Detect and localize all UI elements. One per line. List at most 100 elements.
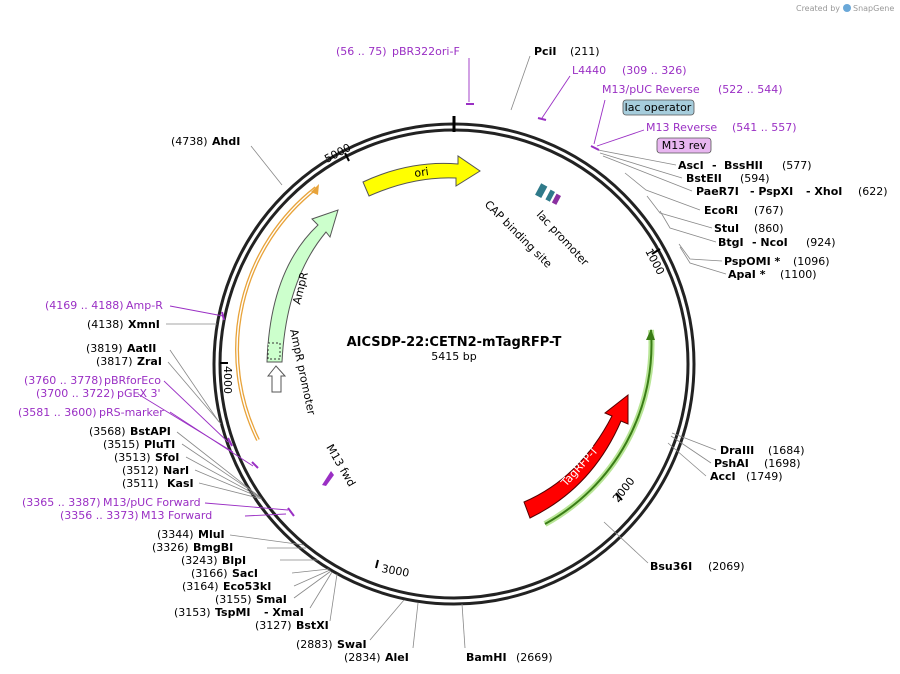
leader-lines (166, 55, 727, 649)
site-apai[interactable]: ApaI * (1100) (728, 268, 817, 281)
site-mlui[interactable]: (3344) MluI (157, 528, 225, 541)
primer-pbr322[interactable]: (56 .. 75) pBR322ori-F (336, 45, 460, 58)
site-bsteii-name: BstEII (686, 172, 722, 185)
site-bsu36i-name: Bsu36I (650, 560, 692, 573)
site-bmgbi[interactable]: (3326) BmgBI (152, 541, 233, 554)
tick-5000-mark (344, 152, 350, 162)
site-eco53ki[interactable]: (3164) Eco53kI (182, 580, 271, 593)
credit-prefix: Created by (796, 4, 840, 13)
primer-mark-pbrforeco (227, 437, 233, 447)
site-smai-name: SmaI (256, 593, 287, 606)
tick-1000-mark (651, 248, 661, 255)
primer-m13-reverse-name: M13 Reverse (646, 121, 717, 134)
scale-ticks: 1000 2000 3000 4000 5000 (220, 141, 667, 580)
site-sfoi[interactable]: (3513) SfoI (114, 451, 179, 464)
primer-m13-reverse[interactable]: M13 Reverse (541 .. 557) (646, 121, 797, 134)
site-pcii[interactable]: PciI (211) (534, 45, 600, 58)
primer-m13-forward[interactable]: (3356 .. 3373) M13 Forward (60, 509, 212, 522)
site-tspmi-name2: - XmaI (264, 606, 304, 619)
site-mlui-pos: (3344) (157, 528, 194, 541)
site-bsteii[interactable]: BstEII (594) (686, 172, 770, 185)
ori-label: ori (414, 165, 430, 180)
site-asci[interactable]: AscI - BssHII (577) (678, 159, 812, 172)
site-pcii-pos: (211) (570, 45, 600, 58)
primer-leader-m13-forward (244, 513, 287, 517)
primer-leader-m13puc-rev (593, 99, 606, 145)
feature-ori[interactable]: ori (362, 155, 481, 197)
primer-l4440[interactable]: L4440 (309 .. 326) (572, 64, 687, 77)
site-bsu36i-pos: (2069) (708, 560, 745, 573)
site-aatii-name: AatII (127, 342, 156, 355)
primer-leader-prs (169, 411, 254, 467)
site-bamhi[interactable]: BamHI (2669) (466, 651, 553, 664)
leader-asci (597, 149, 677, 166)
site-acci-pos: (1749) (746, 470, 783, 483)
site-blpi-name: BlpI (222, 554, 246, 567)
site-xmni-name: XmnI (128, 318, 160, 331)
site-xmni-pos: (4138) (87, 318, 124, 331)
tagrfp-arrow[interactable] (523, 393, 629, 519)
primer-mark-ampr (221, 311, 225, 321)
site-paer7i[interactable]: PaeR7I - PspXI - XhoI (622) (696, 185, 888, 198)
site-bstapi[interactable]: (3568) BstAPI (89, 425, 171, 438)
ampr-arrow[interactable] (266, 209, 339, 363)
site-blpi[interactable]: (3243) BlpI (181, 554, 246, 567)
site-ecori[interactable]: EcoRI (767) (704, 204, 784, 217)
primer-pbrforeco-name: pBRforEco (104, 374, 161, 387)
site-pshai-name: PshAI (714, 457, 749, 470)
feature-lac-operator-badge[interactable]: lac operator (622, 99, 695, 116)
primer-pgex3[interactable]: (3700 .. 3722) pGEX 3' (36, 387, 161, 400)
primer-m13-forward-range: (3356 .. 3373) (60, 509, 139, 522)
site-saci-pos: (3166) (191, 567, 228, 580)
plasmid-size: 5415 bp (431, 350, 476, 363)
site-pshai[interactable]: PshAI (1698) (714, 457, 801, 470)
primer-ampr[interactable]: (4169 .. 4188) Amp-R (45, 299, 163, 312)
orf-orange-arrow (311, 184, 319, 195)
primer-l4440-name: L4440 (572, 64, 606, 77)
site-bsteii-pos: (594) (740, 172, 770, 185)
primer-m13puc-rev-name: M13/pUC Reverse (602, 83, 700, 96)
site-stui[interactable]: StuI (860) (714, 222, 784, 235)
site-aatii[interactable]: (3819) AatII (86, 342, 156, 355)
site-zrai[interactable]: (3817) ZraI (96, 355, 162, 368)
site-swai[interactable]: (2883) SwaI (296, 638, 367, 651)
site-alei[interactable]: (2834) AleI (344, 651, 409, 664)
site-pluti-name: PluTI (144, 438, 175, 451)
site-saci[interactable]: (3166) SacI (191, 567, 258, 580)
primer-m13puc-rev[interactable]: M13/pUC Reverse (522 .. 544) (602, 83, 783, 96)
site-alei-pos: (2834) (344, 651, 381, 664)
site-pcii-name: PciI (534, 45, 556, 58)
leader-alei (412, 602, 419, 649)
site-nari-pos: (3512) (122, 464, 159, 477)
site-kasi[interactable]: (3511) KasI (122, 477, 194, 490)
site-tspmi[interactable]: (3153) TspMI - XmaI (174, 606, 304, 619)
site-bsu36i[interactable]: Bsu36I (2069) (650, 560, 745, 573)
site-ahdi[interactable]: (4738) AhdI (171, 135, 240, 148)
site-bstxi[interactable]: (3127) BstXI (255, 619, 329, 632)
site-btgi-name2: - NcoI (752, 236, 788, 249)
primer-pbrforeco[interactable]: (3760 .. 3778) pBRforEco (24, 374, 161, 387)
site-nari[interactable]: (3512) NarI (122, 464, 189, 477)
site-eco53ki-pos: (3164) (182, 580, 219, 593)
site-pspomi-name: PspOMI * (724, 255, 781, 268)
primer-prs[interactable]: (3581 .. 3600) pRS-marker (18, 406, 164, 419)
site-xmni[interactable]: (4138) XmnI (87, 318, 160, 331)
feature-m13-rev-badge[interactable]: M13 rev (656, 137, 712, 154)
site-pspomi[interactable]: PspOMI * (1096) (724, 255, 830, 268)
site-paer7i-name3: - XhoI (806, 185, 842, 198)
leader-eco53ki (293, 569, 331, 587)
site-pluti[interactable]: (3515) PluTI (103, 438, 175, 451)
primer-leader-m13-reverse (596, 129, 645, 147)
site-sfoi-pos: (3513) (114, 451, 151, 464)
site-smai[interactable]: (3155) SmaI (215, 593, 287, 606)
ori-arrow[interactable] (362, 155, 481, 197)
site-btgi[interactable]: BtgI - NcoI (924) (718, 236, 836, 249)
site-draiii[interactable]: DraIII (1684) (720, 444, 805, 457)
ampr-promoter-arrow[interactable] (266, 365, 287, 393)
site-bstxi-name: BstXI (296, 619, 329, 632)
primer-m13puc-fwd[interactable]: (3365 .. 3387) M13/pUC Forward (22, 496, 201, 509)
m13-fwd-arrow (322, 471, 334, 486)
lac-operator-box (622, 99, 695, 116)
site-smai-pos: (3155) (215, 593, 252, 606)
site-acci[interactable]: AccI (1749) (710, 470, 783, 483)
